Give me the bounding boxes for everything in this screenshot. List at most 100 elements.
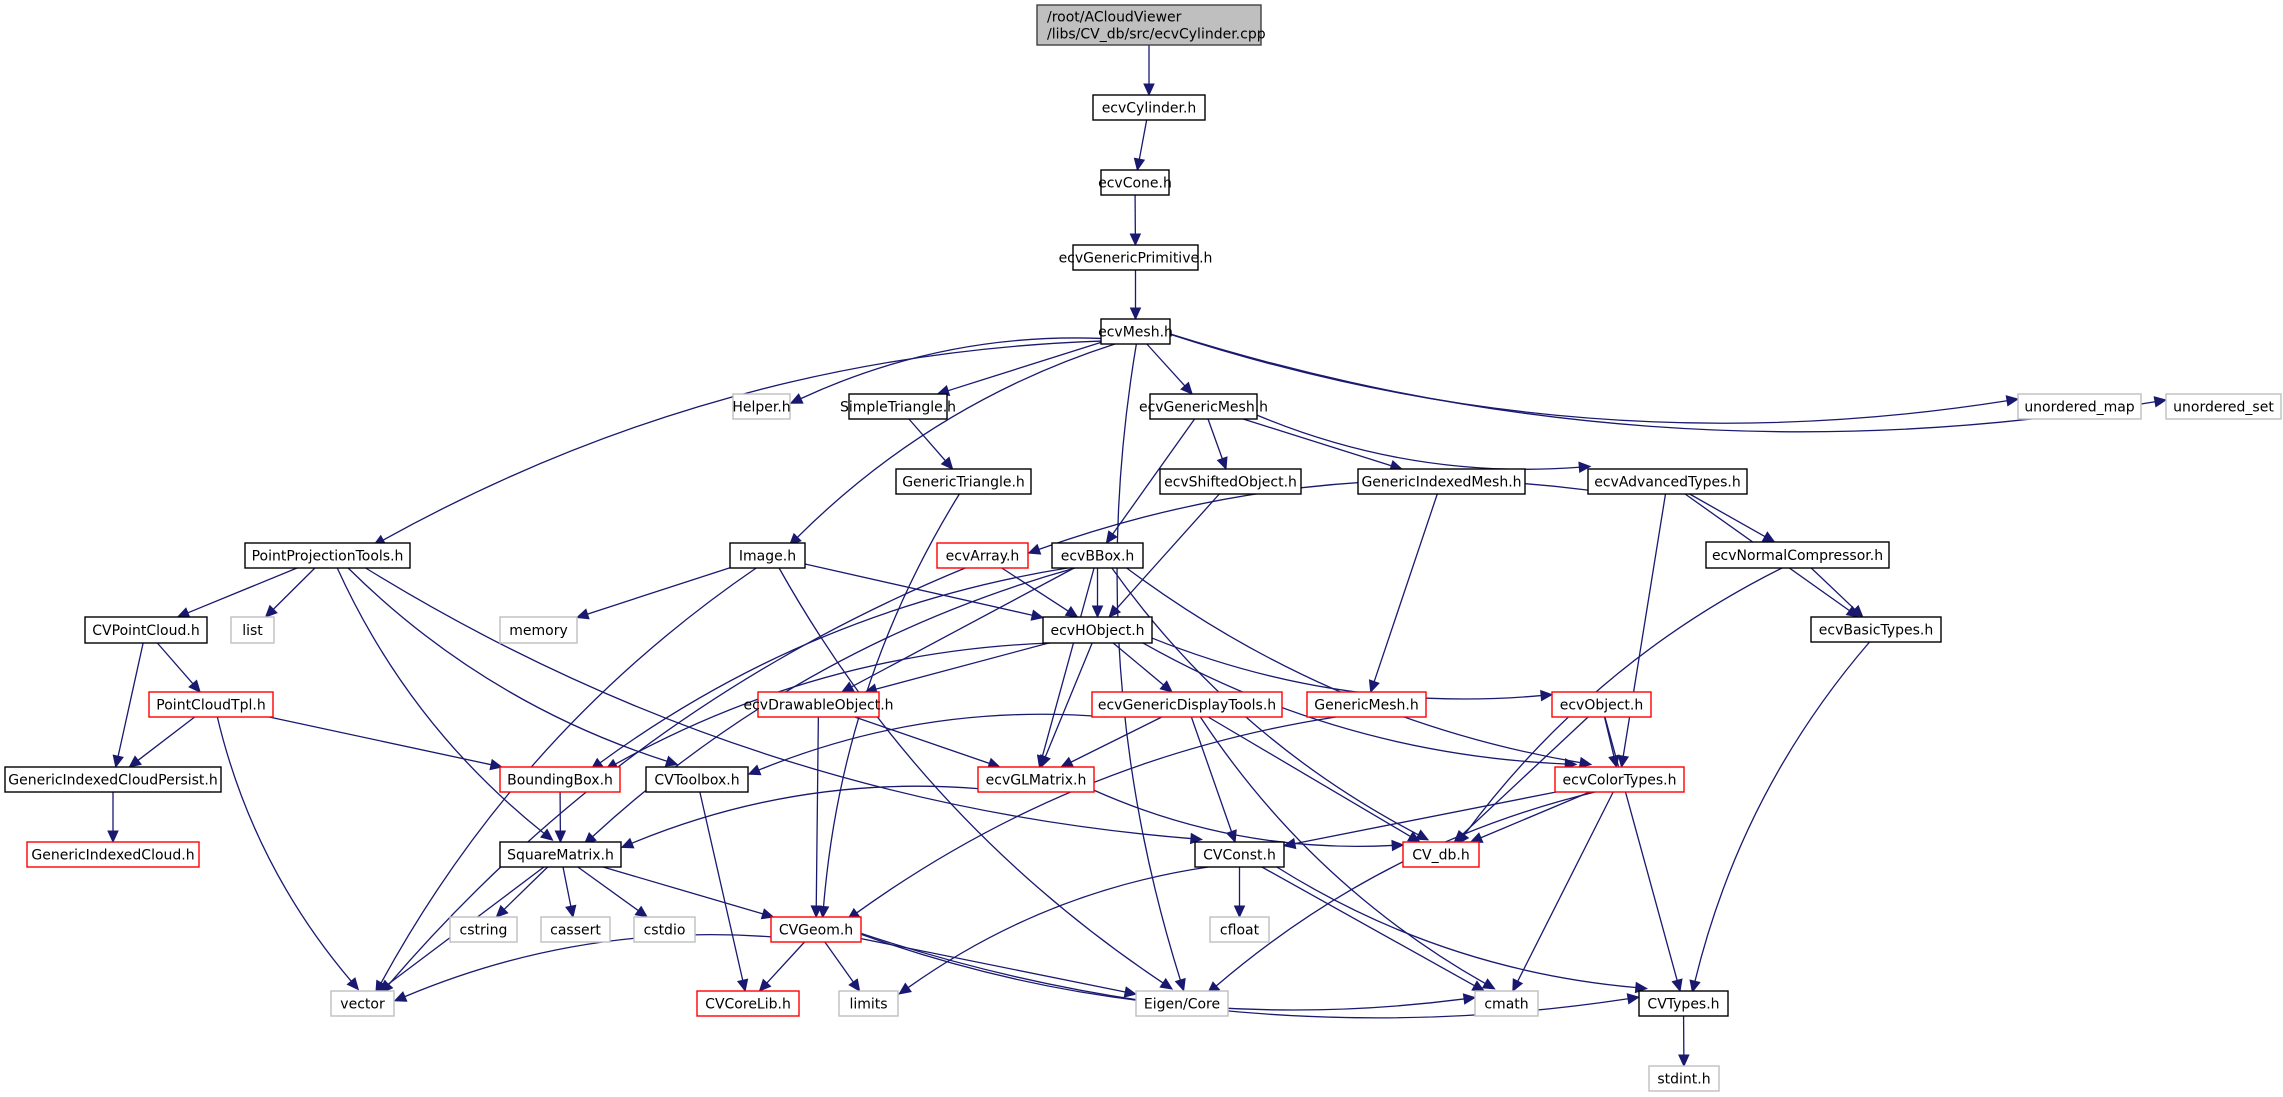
node-box <box>895 468 1032 495</box>
node-PointProjectionTools[interactable]: PointProjectionTools.h <box>244 542 411 569</box>
node-ecvAdvancedTypes[interactable]: ecvAdvancedTypes.h <box>1587 468 1748 495</box>
arrowhead-icon <box>378 979 392 992</box>
node-label: CVToolbox.h <box>654 773 739 789</box>
node-label: stdint.h <box>1657 1072 1710 1088</box>
node-box <box>770 916 862 943</box>
node-BoundingBox[interactable]: BoundingBox.h <box>499 766 621 793</box>
edge-line <box>631 785 979 844</box>
node-label: ecvBasicTypes.h <box>1819 623 1933 639</box>
node-box <box>84 616 208 644</box>
node-GenericTriangle[interactable]: GenericTriangle.h <box>895 468 1032 495</box>
arrowhead-icon <box>112 754 124 769</box>
edge-line <box>1689 493 1766 538</box>
node-box <box>1036 4 1262 46</box>
node-label: ecvGLMatrix.h <box>986 773 1087 789</box>
node-ecvGenericDisplayTools[interactable]: ecvGenericDisplayTools.h <box>1091 691 1283 718</box>
edge-ecvAdvancedTypes-to-ecvNormalCompressor <box>1689 493 1776 543</box>
edge-ecvGenericMesh-to-GenericIndexedMesh <box>1242 418 1403 472</box>
node-label: ecvHObject.h <box>1050 623 1144 639</box>
node-PointCloudTpl[interactable]: PointCloudTpl.h <box>148 691 274 718</box>
node-label: CVPointCloud.h <box>92 623 199 639</box>
node-ecvObject[interactable]: ecvObject.h <box>1551 691 1652 718</box>
node-list: list <box>230 616 275 644</box>
node-CVCoreLib[interactable]: CVCoreLib.h <box>696 990 800 1017</box>
edge-line <box>503 866 549 910</box>
node-ecvNormalCompressor[interactable]: ecvNormalCompressor.h <box>1705 541 1890 569</box>
edge-ecvGLMatrix-to-CV_db <box>1093 789 1405 852</box>
edge-line <box>1041 567 1095 757</box>
node-label: GenericIndexedCloud.h <box>31 848 194 864</box>
edge-ecvColorTypes-to-CVConst <box>1282 791 1557 850</box>
edge-line <box>216 716 352 982</box>
node-GenericIndexedCloudPersist[interactable]: GenericIndexedCloudPersist.h <box>4 766 222 793</box>
arrowhead-icon <box>1143 83 1155 97</box>
node-ecvColorTypes[interactable]: ecvColorTypes.h <box>1554 766 1685 793</box>
node-CVPointCloud[interactable]: CVPointCloud.h <box>84 616 208 644</box>
node-label: GenericIndexedCloudPersist.h <box>8 773 218 789</box>
node-ecvCone[interactable]: ecvCone.h <box>1098 169 1172 196</box>
node-ecvGenericPrimitive[interactable]: ecvGenericPrimitive.h <box>1059 244 1213 271</box>
node-ecvBasicTypes[interactable]: ecvBasicTypes.h <box>1810 616 1942 643</box>
edge-line <box>347 567 668 762</box>
arrowhead-icon <box>575 608 590 620</box>
node-ecvHObject[interactable]: ecvHObject.h <box>1042 616 1153 644</box>
node-CV_db[interactable]: CV_db.h <box>1402 841 1480 868</box>
arrowhead-icon <box>1512 978 1524 993</box>
node-ecvMesh[interactable]: ecvMesh.h <box>1098 318 1173 345</box>
arrowhead-icon <box>107 830 119 844</box>
node-ecvGenericMesh[interactable]: ecvGenericMesh.h <box>1139 393 1268 420</box>
node-ecvArray[interactable]: ecvArray.h <box>936 542 1029 569</box>
node-SimpleTriangle[interactable]: SimpleTriangle.h <box>840 393 956 420</box>
node-label: cmath <box>1484 997 1528 1013</box>
node-CVTypes[interactable]: CVTypes.h <box>1638 990 1729 1017</box>
node-ecvShiftedObject[interactable]: ecvShiftedObject.h <box>1159 468 1302 495</box>
node-GenericIndexedCloud[interactable]: GenericIndexedCloud.h <box>26 841 200 868</box>
node-ecvCylinder[interactable]: ecvCylinder.h <box>1092 94 1206 121</box>
edge-line <box>908 418 946 462</box>
node-box <box>1091 691 1283 718</box>
node-label: ecvColorTypes.h <box>1563 773 1677 789</box>
arrowhead-icon <box>758 978 772 992</box>
node-SquareMatrix[interactable]: SquareMatrix.h <box>499 841 622 868</box>
edge-line <box>1199 716 1486 985</box>
edge-line <box>615 642 1051 765</box>
node-box <box>1638 990 1729 1017</box>
arrowhead-icon <box>848 978 861 992</box>
node-ecvBBox[interactable]: ecvBBox.h <box>1051 542 1144 569</box>
node-ecvDrawableObject[interactable]: ecvDrawableObject.h <box>743 691 894 718</box>
edge-line <box>1810 567 1856 610</box>
node-box <box>1042 616 1153 644</box>
arrowhead-icon <box>1129 307 1142 321</box>
edge-CVConst-to-cmath <box>1261 866 1486 992</box>
edge-line <box>1604 716 1678 981</box>
node-CVGeom[interactable]: CVGeom.h <box>770 916 862 943</box>
node-ecvGLMatrix[interactable]: ecvGLMatrix.h <box>977 766 1095 793</box>
edge-Image-to-memory <box>575 567 731 620</box>
node-label: CVGeom.h <box>779 923 853 939</box>
node-box <box>838 990 899 1017</box>
edge-ecvMesh-to-Image <box>788 343 1116 546</box>
node-unordered_set: unordered_set <box>2165 393 2282 420</box>
node-box <box>1135 990 1229 1017</box>
node-box <box>729 542 806 569</box>
edge-line <box>1112 642 1164 686</box>
edge-SimpleTriangle-to-GenericTriangle <box>908 418 954 470</box>
edge-line <box>336 567 545 834</box>
node-CVConst[interactable]: CVConst.h <box>1194 841 1285 868</box>
node-box <box>1648 1065 1720 1092</box>
node-CVToolbox[interactable]: CVToolbox.h <box>645 766 749 793</box>
node-GenericIndexedMesh[interactable]: GenericIndexedMesh.h <box>1357 468 1526 495</box>
node-box <box>1810 616 1942 643</box>
arrowhead-icon <box>736 978 749 993</box>
edge-ecvGenericDisplayTools-to-CVConst <box>1190 716 1237 844</box>
node-GenericMesh[interactable]: GenericMesh.h <box>1306 691 1427 718</box>
edge-ecvGenericMesh-to-ecvShiftedObject <box>1207 418 1228 471</box>
node-label: SimpleTriangle.h <box>840 400 956 416</box>
node-label: unordered_map <box>2024 400 2134 416</box>
node-box <box>330 990 395 1017</box>
node-label: CVTypes.h <box>1647 997 1719 1013</box>
edge-line <box>800 337 1102 400</box>
edge-SquareMatrix-to-CVGeom <box>602 866 775 920</box>
node-Image[interactable]: Image.h <box>729 542 806 569</box>
